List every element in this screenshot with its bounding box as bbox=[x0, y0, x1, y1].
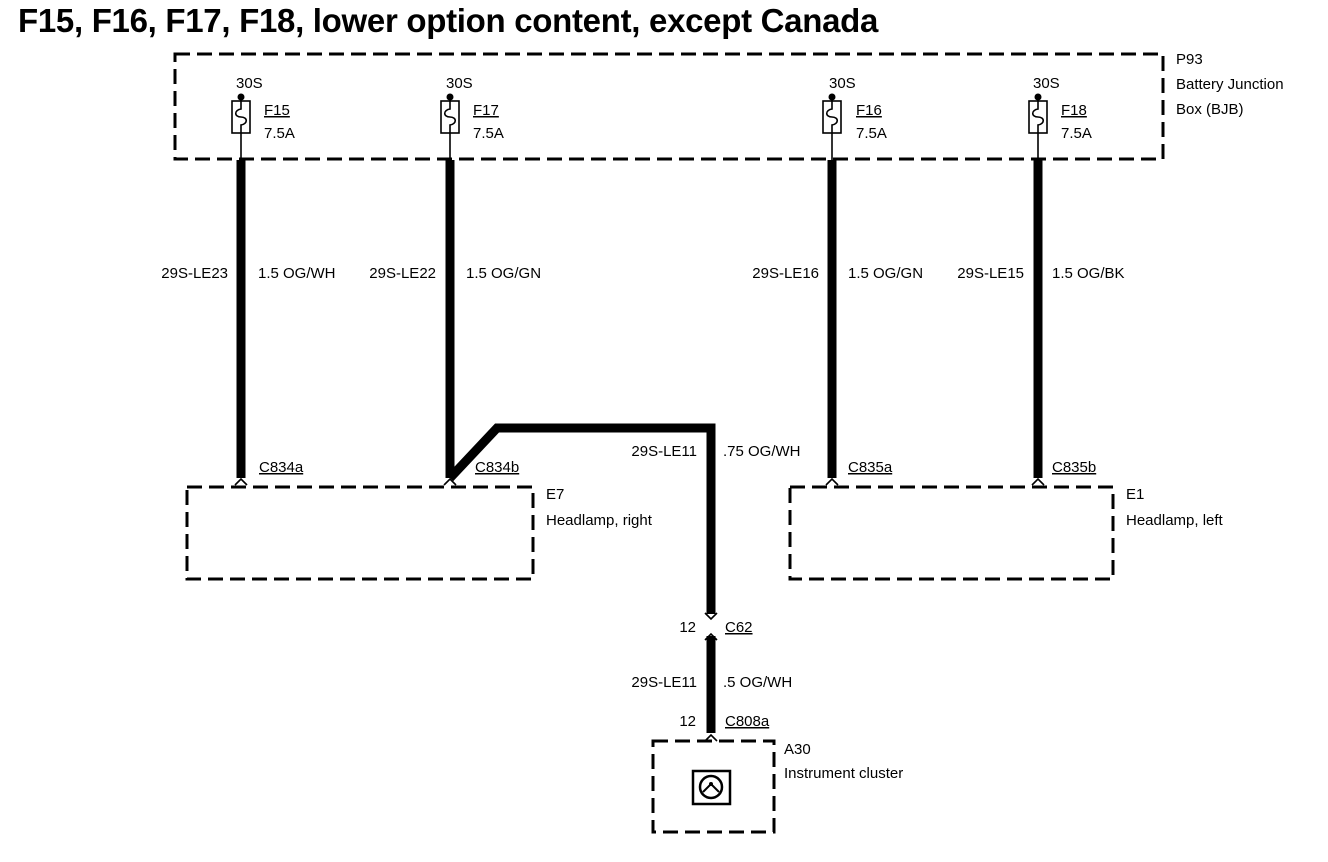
fuse-f15-name: F15 bbox=[264, 102, 290, 119]
a30-outline bbox=[651, 739, 776, 834]
pin-c834a-icon bbox=[234, 477, 248, 486]
fuse-f18: 30S F18 7.5A bbox=[1028, 75, 1092, 160]
e1-name: Headlamp, left bbox=[1126, 512, 1224, 529]
wire-label-circuit: 29S-LE16 bbox=[752, 265, 819, 282]
bjb-outline bbox=[173, 52, 1165, 161]
wire-label-circuit: 29S-LE11 bbox=[631, 674, 697, 691]
connector-c834a: C834a bbox=[259, 459, 304, 476]
fuse-f16-circuit: 30S bbox=[829, 75, 856, 92]
wire-label-circuit: 29S-LE11 bbox=[631, 443, 697, 460]
fuse-f18-name: F18 bbox=[1061, 102, 1087, 119]
fuse-f15-circuit: 30S bbox=[236, 75, 263, 92]
pin-c835a-icon bbox=[825, 477, 839, 486]
wire-label-circuit: 29S-LE22 bbox=[369, 265, 436, 282]
instrument-cluster-icon bbox=[691, 769, 732, 806]
pin-c62-lower-icon bbox=[704, 632, 718, 641]
fuse-f17-rating: 7.5A bbox=[473, 125, 504, 142]
bjb-name-line2: Box (BJB) bbox=[1176, 101, 1244, 118]
connector-c808a-pin: 12 bbox=[679, 713, 696, 730]
fuse-f15-rating: 7.5A bbox=[264, 125, 295, 142]
e1-outline bbox=[788, 485, 1115, 581]
bjb-name-line1: Battery Junction bbox=[1176, 76, 1284, 93]
a30-id: A30 bbox=[784, 741, 811, 758]
wire-label-spec: 1.5 OG/WH bbox=[258, 265, 336, 282]
pin-c808a-icon bbox=[704, 733, 718, 742]
a30-name: Instrument cluster bbox=[784, 765, 903, 782]
connector-pins bbox=[234, 477, 1045, 742]
diagram-title: F15, F16, F17, F18, lower option content… bbox=[18, 2, 879, 39]
fuse-f17: 30S F17 7.5A bbox=[440, 75, 504, 160]
pin-c835b-icon bbox=[1031, 477, 1045, 486]
wire-label-circuit: 29S-LE23 bbox=[161, 265, 228, 282]
component-a30: A30 Instrument cluster bbox=[651, 739, 903, 834]
wire-label-spec: 1.5 OG/GN bbox=[466, 265, 541, 282]
fuse-f18-rating: 7.5A bbox=[1061, 125, 1092, 142]
connector-c62: C62 bbox=[725, 619, 753, 636]
bjb-id: P93 bbox=[1176, 51, 1203, 68]
pin-c834b-icon bbox=[443, 477, 457, 486]
pin-c62-upper-icon bbox=[704, 612, 718, 621]
e7-id: E7 bbox=[546, 486, 564, 503]
wire-29s-le11-upper bbox=[446, 423, 716, 614]
wire-label-spec: .75 OG/WH bbox=[723, 443, 801, 460]
fuse-f15: 30S F15 7.5A bbox=[231, 75, 295, 160]
fuse-f16-name: F16 bbox=[856, 102, 882, 119]
fuse-f18-circuit: 30S bbox=[1033, 75, 1060, 92]
connector-c808a: C808a bbox=[725, 713, 770, 730]
e7-outline bbox=[185, 485, 535, 581]
connector-c62-pin: 12 bbox=[679, 619, 696, 636]
fuse-f16: 30S F16 7.5A bbox=[822, 75, 887, 160]
e1-id: E1 bbox=[1126, 486, 1144, 503]
connector-c835a: C835a bbox=[848, 459, 893, 476]
battery-junction-box: P93 Battery Junction Box (BJB) bbox=[173, 51, 1284, 161]
fuse-f17-circuit: 30S bbox=[446, 75, 473, 92]
wire-label-spec: .5 OG/WH bbox=[723, 674, 792, 691]
connector-c835b: C835b bbox=[1052, 459, 1096, 476]
component-e7: E7 Headlamp, right bbox=[185, 485, 653, 581]
e7-name: Headlamp, right bbox=[546, 512, 653, 529]
fuse-f16-rating: 7.5A bbox=[856, 125, 887, 142]
component-e1: E1 Headlamp, left bbox=[788, 485, 1224, 581]
wire-label-spec: 1.5 OG/BK bbox=[1052, 265, 1125, 282]
connector-c834b: C834b bbox=[475, 459, 519, 476]
wire-label-spec: 1.5 OG/GN bbox=[848, 265, 923, 282]
fuse-f17-name: F17 bbox=[473, 102, 499, 119]
wire-label-circuit: 29S-LE15 bbox=[957, 265, 1024, 282]
